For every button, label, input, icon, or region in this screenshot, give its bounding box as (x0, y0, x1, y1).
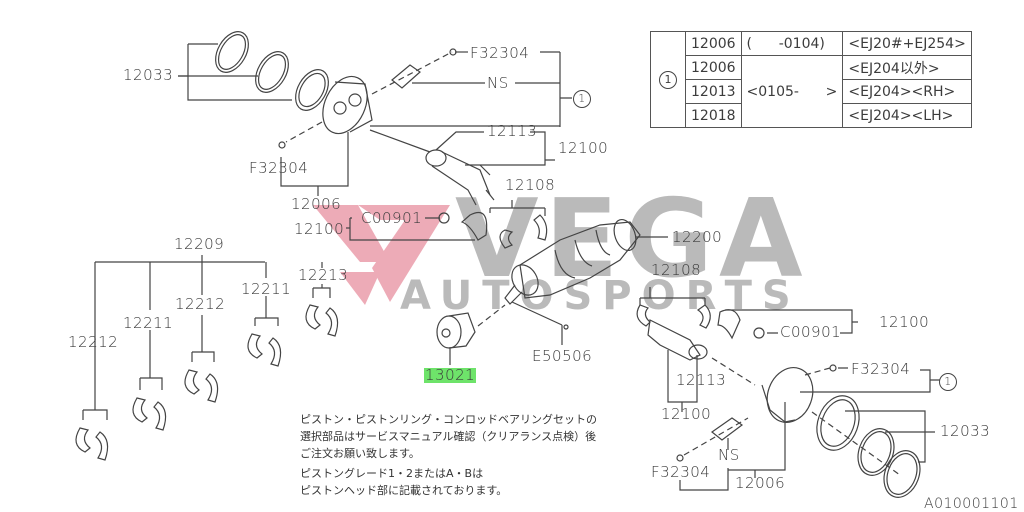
watermark-brand-top: VEGA (455, 177, 809, 302)
label-e50506: E50506 (532, 347, 593, 365)
connecting-rod-bottom-icon (647, 319, 708, 361)
label-12113-top: 12113 (487, 122, 538, 140)
engine-cell: <EJ204><RH> (842, 79, 972, 104)
note-line: 選択部品はサービスマニュアル確認（クリアランス点検）後 (300, 430, 597, 443)
label-12108-top: 12108 (505, 176, 556, 194)
part-number-cell: 12018 (685, 103, 742, 128)
label-12113-bottom: 12113 (676, 371, 727, 389)
label-c00901-right: C00901 (780, 323, 842, 341)
rod-cap-left-icon (438, 211, 488, 241)
note-line: ご注文お願い致します。 (300, 447, 420, 460)
table-row: 12006 <0105- > <EJ204以外> (651, 55, 972, 128)
piston-pin-bottom-icon (710, 417, 744, 441)
marker-1-top: 1 (573, 90, 591, 108)
label-f32304-bottom: F32304 (651, 463, 711, 481)
marker-1-right: 1 (939, 373, 957, 391)
connecting-rod-top-icon (425, 149, 495, 206)
note-line: ピストンヘッド部に記載されております。 (300, 484, 508, 497)
label-12100-top: 12100 (558, 139, 609, 157)
label-12006-top: 12006 (291, 195, 342, 213)
label-12033-bottom: 12033 (940, 422, 991, 440)
label-12213: 12213 (298, 266, 349, 284)
label-12108-right: 12108 (651, 261, 702, 279)
table-row: 12018 <EJ204><LH> (651, 103, 972, 128)
label-ns-top: NS (487, 74, 509, 92)
engine-cell: <EJ20#+EJ254> (842, 31, 972, 56)
label-12212-b: 12212 (68, 333, 119, 351)
crankshaft-icon (504, 218, 641, 305)
piston-rings-top-icon (215, 31, 329, 111)
diagram-code: A010001101 (924, 496, 1019, 512)
note-line: ピストングレード1・2またはA・Bは (300, 467, 484, 480)
label-f32304-left: F32304 (249, 159, 309, 177)
date-range-cell: <0105- > (740, 55, 844, 128)
part-number-cell: 12006 (685, 55, 742, 80)
piston-bottom-icon (761, 367, 814, 423)
label-c00901-left: C00901 (361, 209, 423, 227)
label-12211-b: 12211 (123, 314, 174, 332)
applicability-table: 1 12006 ( -0104) <EJ20#+EJ254> 12006 <01… (650, 31, 972, 128)
label-12209: 12209 (174, 235, 225, 253)
watermark-brand-bottom: AUTOSPORTS (400, 273, 801, 319)
label-12100-bottom: 12100 (661, 405, 712, 423)
part-number-cell: 12013 (685, 79, 742, 104)
crank-pulley-icon (436, 312, 476, 349)
label-12006-bottom: 12006 (735, 474, 786, 492)
label-12211-a: 12211 (241, 280, 292, 298)
piston-rings-bottom-icon (816, 395, 921, 498)
engine-cell: <EJ204以外> (842, 55, 972, 80)
table-row: 1 12006 ( -0104) <EJ20#+EJ254> (650, 31, 972, 128)
date-range-cell: ( -0104) (740, 31, 844, 56)
label-13021-highlighted[interactable]: 13021 (424, 366, 477, 384)
part-number-cell: 12006 (685, 31, 742, 56)
piston-top-icon (322, 75, 373, 135)
label-f32304-top: F32304 (470, 44, 530, 62)
order-note: ピストン・ピストンリング・コンロッドベアリングセットの 選択部品はサービスマニュ… (300, 411, 597, 499)
table-row: 12013 <EJ204><RH> (651, 79, 972, 104)
note-line: ピストン・ピストンリング・コンロッドベアリングセットの (300, 413, 597, 426)
label-f32304-right: F32304 (851, 360, 911, 378)
bearing-shells-icon (75, 304, 339, 461)
label-12033-top: 12033 (123, 66, 174, 84)
marker-cell: 1 (650, 31, 686, 128)
label-12100-right: 12100 (879, 313, 930, 331)
engine-cell: <EJ204><LH> (842, 103, 972, 128)
label-12200: 12200 (672, 228, 723, 246)
piston-pin-top-icon (391, 64, 421, 89)
label-12100-left: 12100 (294, 220, 345, 238)
label-12212-a: 12212 (175, 295, 226, 313)
label-ns-bottom: NS (718, 446, 740, 464)
